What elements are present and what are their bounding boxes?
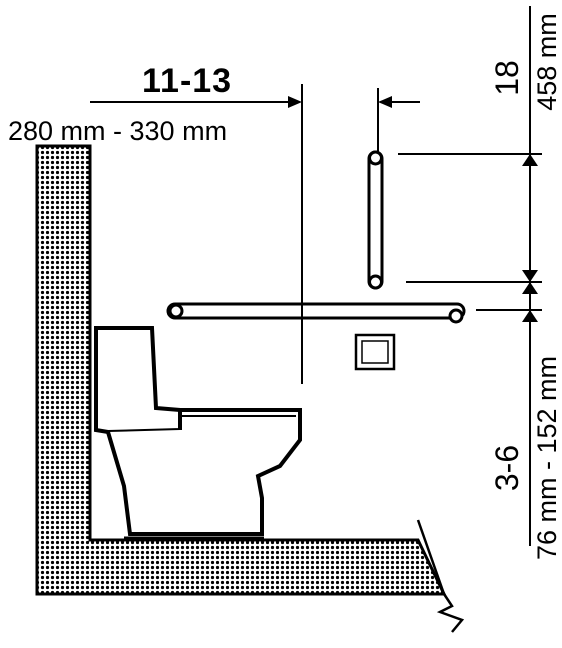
horizontal-grab-bar (166, 302, 466, 320)
horizontal-dimension-arrow-left (288, 96, 302, 108)
vertical-dimension-arrow-top (522, 154, 538, 166)
horizontal-bar-left-flange (168, 303, 184, 319)
horizontal-dimension-imperial: 11-13 (142, 62, 232, 100)
wall-and-floor (35, 144, 447, 596)
vertical-grab-bar (367, 150, 384, 290)
toilet-paper-dispenser-inner (361, 340, 389, 364)
toilet-bowl (106, 408, 302, 536)
bar-gap-metric: 76 mm - 152 mm (532, 356, 562, 560)
vertical-bar-top-flange (368, 150, 383, 166)
horizontal-dimension-arrow-right (378, 96, 392, 108)
toilet-tank (94, 326, 182, 435)
vertical-dimension-arrow-mid-upper (522, 270, 538, 282)
vertical-dimension-arrow-bottom (522, 310, 538, 322)
vertical-bar-length-metric: 458 mm (532, 13, 562, 111)
floor-break-line (416, 519, 446, 595)
horizontal-bar-right-flange (448, 308, 464, 324)
bar-gap-imperial: 3-6 (489, 445, 525, 491)
break-symbol (436, 593, 465, 633)
horizontal-dimension-metric: 280 mm - 330 mm (8, 116, 227, 146)
vertical-bar-length-imperial: 18 (489, 60, 525, 96)
vertical-dimension-arrow-mid-lower (522, 282, 538, 294)
vertical-bar-bottom-flange (368, 274, 383, 290)
